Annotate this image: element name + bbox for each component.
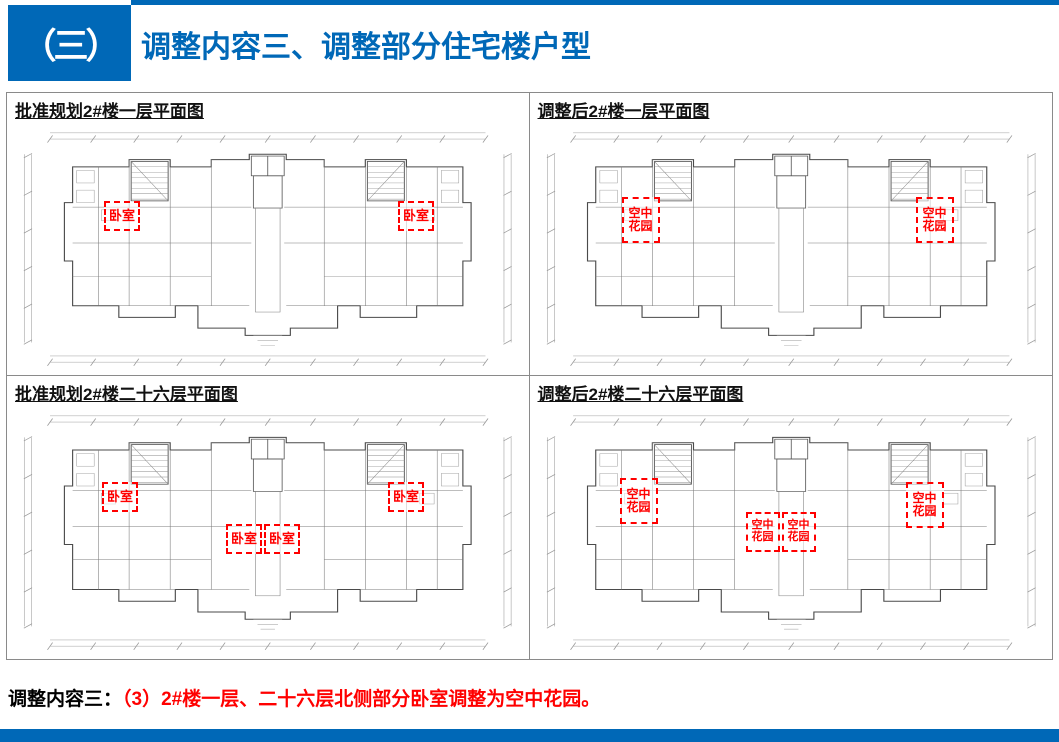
panel-approved-floor1: 批准规划2#楼一层平面图 卧室 卧室: [7, 93, 530, 376]
panel-adjusted-floor1: 调整后2#楼一层平面图 空中花园 空中花园: [529, 93, 1052, 376]
floorplan-drawing: [23, 132, 513, 367]
panel-title-approved-floor26: 批准规划2#楼二十六层平面图: [15, 385, 238, 404]
section-badge: （三）: [8, 5, 131, 81]
panel-title-adjusted-floor26: 调整后2#楼二十六层平面图: [537, 385, 744, 404]
floorplan-adjusted-floor1: 空中花园 空中花园: [534, 122, 1049, 373]
panel-approved-floor26: 批准规划2#楼二十六层平面图 卧室 卧室 卧室 卧室: [7, 376, 530, 659]
caption-label: 调整内容三：: [8, 689, 123, 710]
panel-adjusted-floor26: 调整后2#楼二十六层平面图 空中花园 空中花园 空中花园 空中花园: [529, 376, 1052, 659]
floorplan-adjusted-floor26: 空中花园 空中花园 空中花园 空中花园: [534, 405, 1049, 657]
caption: 调整内容三：（3）2#楼一层、二十六层北侧部分卧室调整为空中花园。: [8, 684, 600, 711]
annotation-bedroom: 卧室: [398, 201, 434, 231]
floorplan-grid: 批准规划2#楼一层平面图 卧室 卧室 调整后2#楼一层平面图 空中花园 空中花园…: [6, 92, 1053, 660]
floorplan-approved-floor26: 卧室 卧室 卧室 卧室: [11, 405, 525, 657]
annotation-bedroom: 卧室: [104, 201, 140, 231]
annotation-bedroom: 卧室: [388, 482, 424, 512]
caption-text: （3）2#楼一层、二十六层北侧部分卧室调整为空中花园。: [122, 689, 601, 710]
annotation-sky-garden: 空中花园: [905, 482, 944, 528]
annotation-sky-garden: 空中花园: [745, 512, 780, 552]
annotation-sky-garden: 空中花园: [915, 197, 954, 243]
annotation-sky-garden: 空中花园: [781, 512, 816, 552]
page-title: 调整内容三、调整部分住宅楼户型: [141, 31, 591, 64]
top-accent-strip: [131, 0, 1059, 5]
floorplan-approved-floor1: 卧室 卧室: [11, 122, 525, 373]
floorplan-drawing: [545, 132, 1036, 367]
bottom-accent-bar: [0, 729, 1059, 742]
annotation-sky-garden: 空中花园: [621, 197, 660, 243]
annotation-bedroom: 卧室: [102, 482, 138, 512]
annotation-bedroom: 卧室: [226, 524, 262, 554]
annotation-sky-garden: 空中花园: [619, 478, 658, 524]
panel-title-adjusted-floor1: 调整后2#楼一层平面图: [537, 102, 710, 121]
panel-title-approved-floor1: 批准规划2#楼一层平面图: [15, 102, 204, 121]
annotation-bedroom: 卧室: [264, 524, 300, 554]
